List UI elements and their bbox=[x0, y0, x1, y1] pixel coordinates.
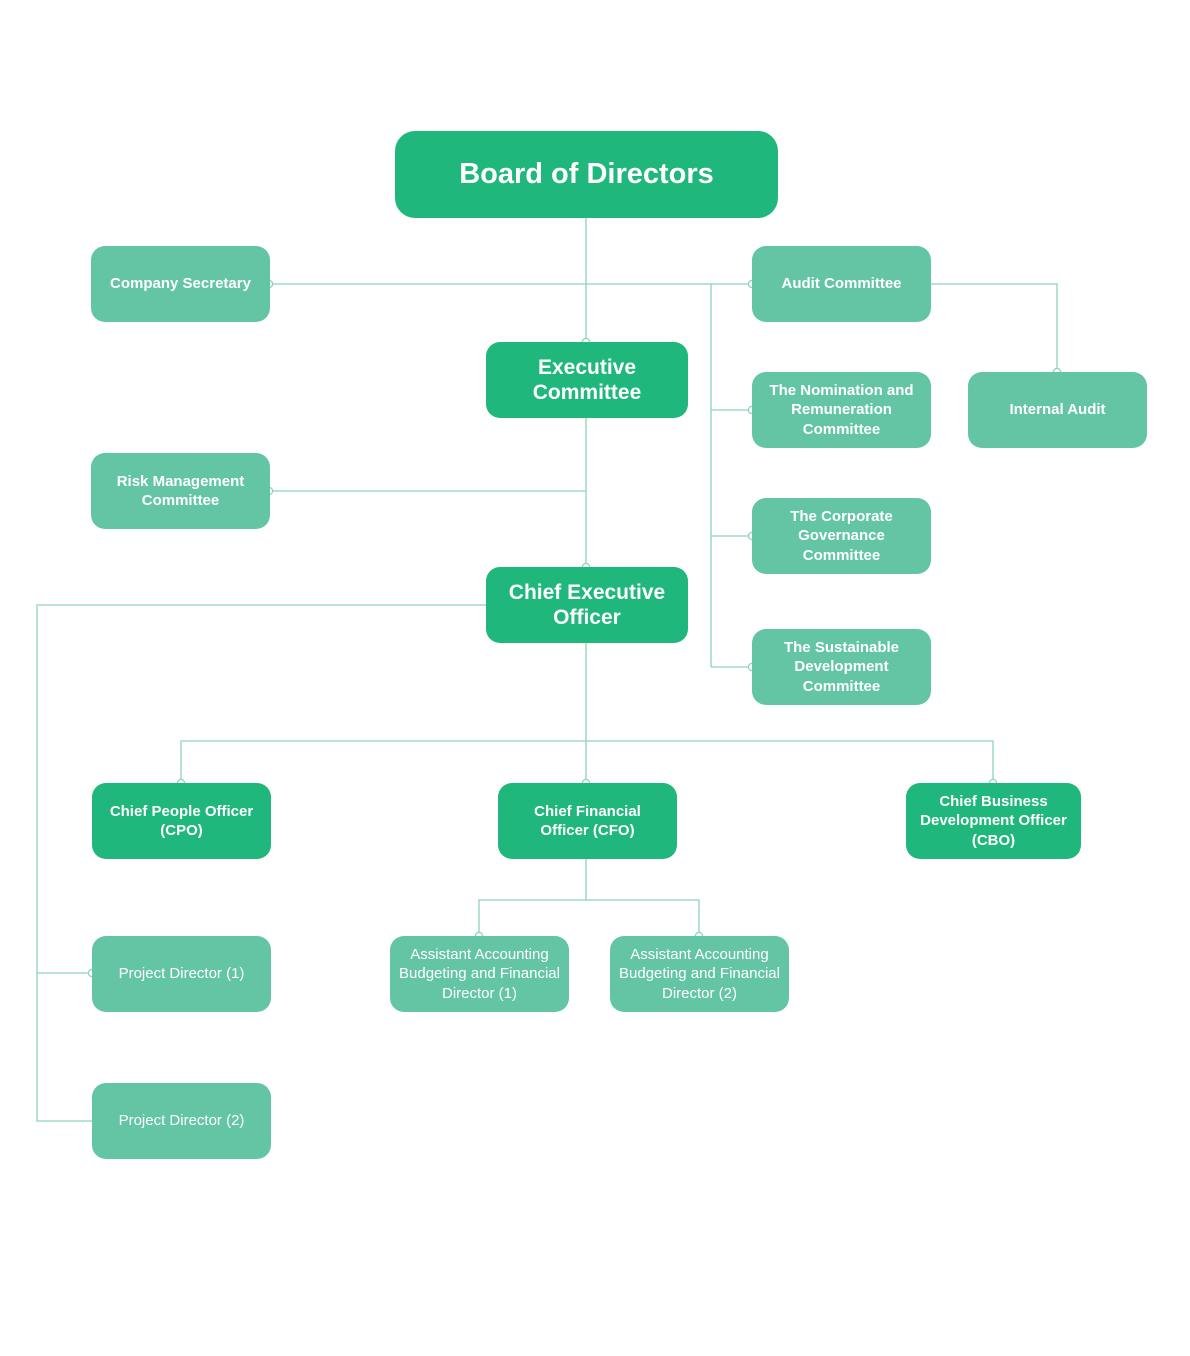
connector-internal-audit bbox=[931, 283, 1058, 372]
connector-project-spine bbox=[36, 604, 486, 1122]
node-label: Chief People Officer (CPO) bbox=[109, 802, 254, 840]
node-board-of-directors: Board of Directors bbox=[395, 131, 778, 218]
node-label: Project Director (1) bbox=[118, 965, 245, 983]
node-risk-management-committee: Risk Management Committee bbox=[91, 453, 270, 529]
node-company-secretary: Company Secretary bbox=[91, 246, 270, 322]
connector-cfo-branch bbox=[478, 859, 587, 936]
node-project-director-1: Project Director (1) bbox=[92, 936, 271, 1012]
node-label: The Nomination and Remuneration Committe… bbox=[769, 381, 914, 438]
node-label: Chief Business Development Officer (CBO) bbox=[920, 792, 1067, 849]
node-label: Assistant Accounting Budgeting and Finan… bbox=[619, 945, 780, 1002]
node-assistant-director-2: Assistant Accounting Budgeting and Finan… bbox=[610, 936, 789, 1012]
node-sustainable-development-committee: The Sustainable Development Committee bbox=[752, 629, 931, 705]
node-project-director-2: Project Director (2) bbox=[92, 1083, 271, 1159]
node-chief-financial-officer: Chief Financial Officer (CFO) bbox=[498, 783, 677, 859]
node-label: The Sustainable Development Committee bbox=[783, 638, 900, 695]
node-label: The Corporate Governance Committee bbox=[790, 507, 893, 564]
node-label: Assistant Accounting Budgeting and Finan… bbox=[399, 945, 560, 1002]
node-label: Risk Management Committee bbox=[116, 472, 245, 510]
node-label: Internal Audit bbox=[1009, 401, 1106, 419]
node-label: Executive Committee bbox=[532, 355, 642, 404]
node-label: Chief Financial Officer (CFO) bbox=[534, 802, 641, 840]
node-audit-committee: Audit Committee bbox=[752, 246, 931, 322]
node-chief-people-officer: Chief People Officer (CPO) bbox=[92, 783, 271, 859]
node-nomination-remuneration-committee: The Nomination and Remuneration Committe… bbox=[752, 372, 931, 448]
connector-cfo-branch-2 bbox=[586, 899, 700, 936]
node-assistant-director-1: Assistant Accounting Budgeting and Finan… bbox=[390, 936, 569, 1012]
node-internal-audit: Internal Audit bbox=[968, 372, 1147, 448]
node-executive-committee: Executive Committee bbox=[486, 342, 688, 418]
node-label: Project Director (2) bbox=[118, 1112, 245, 1130]
node-label: Chief Executive Officer bbox=[508, 580, 666, 629]
node-chief-executive-officer: Chief Executive Officer bbox=[486, 567, 688, 643]
node-label: Audit Committee bbox=[781, 275, 902, 293]
node-label: Board of Directors bbox=[459, 157, 714, 190]
node-chief-business-development-officer: Chief Business Development Officer (CBO) bbox=[906, 783, 1081, 859]
connector-officer-row bbox=[180, 740, 994, 783]
node-label: Company Secretary bbox=[110, 275, 251, 293]
node-corporate-governance-committee: The Corporate Governance Committee bbox=[752, 498, 931, 574]
